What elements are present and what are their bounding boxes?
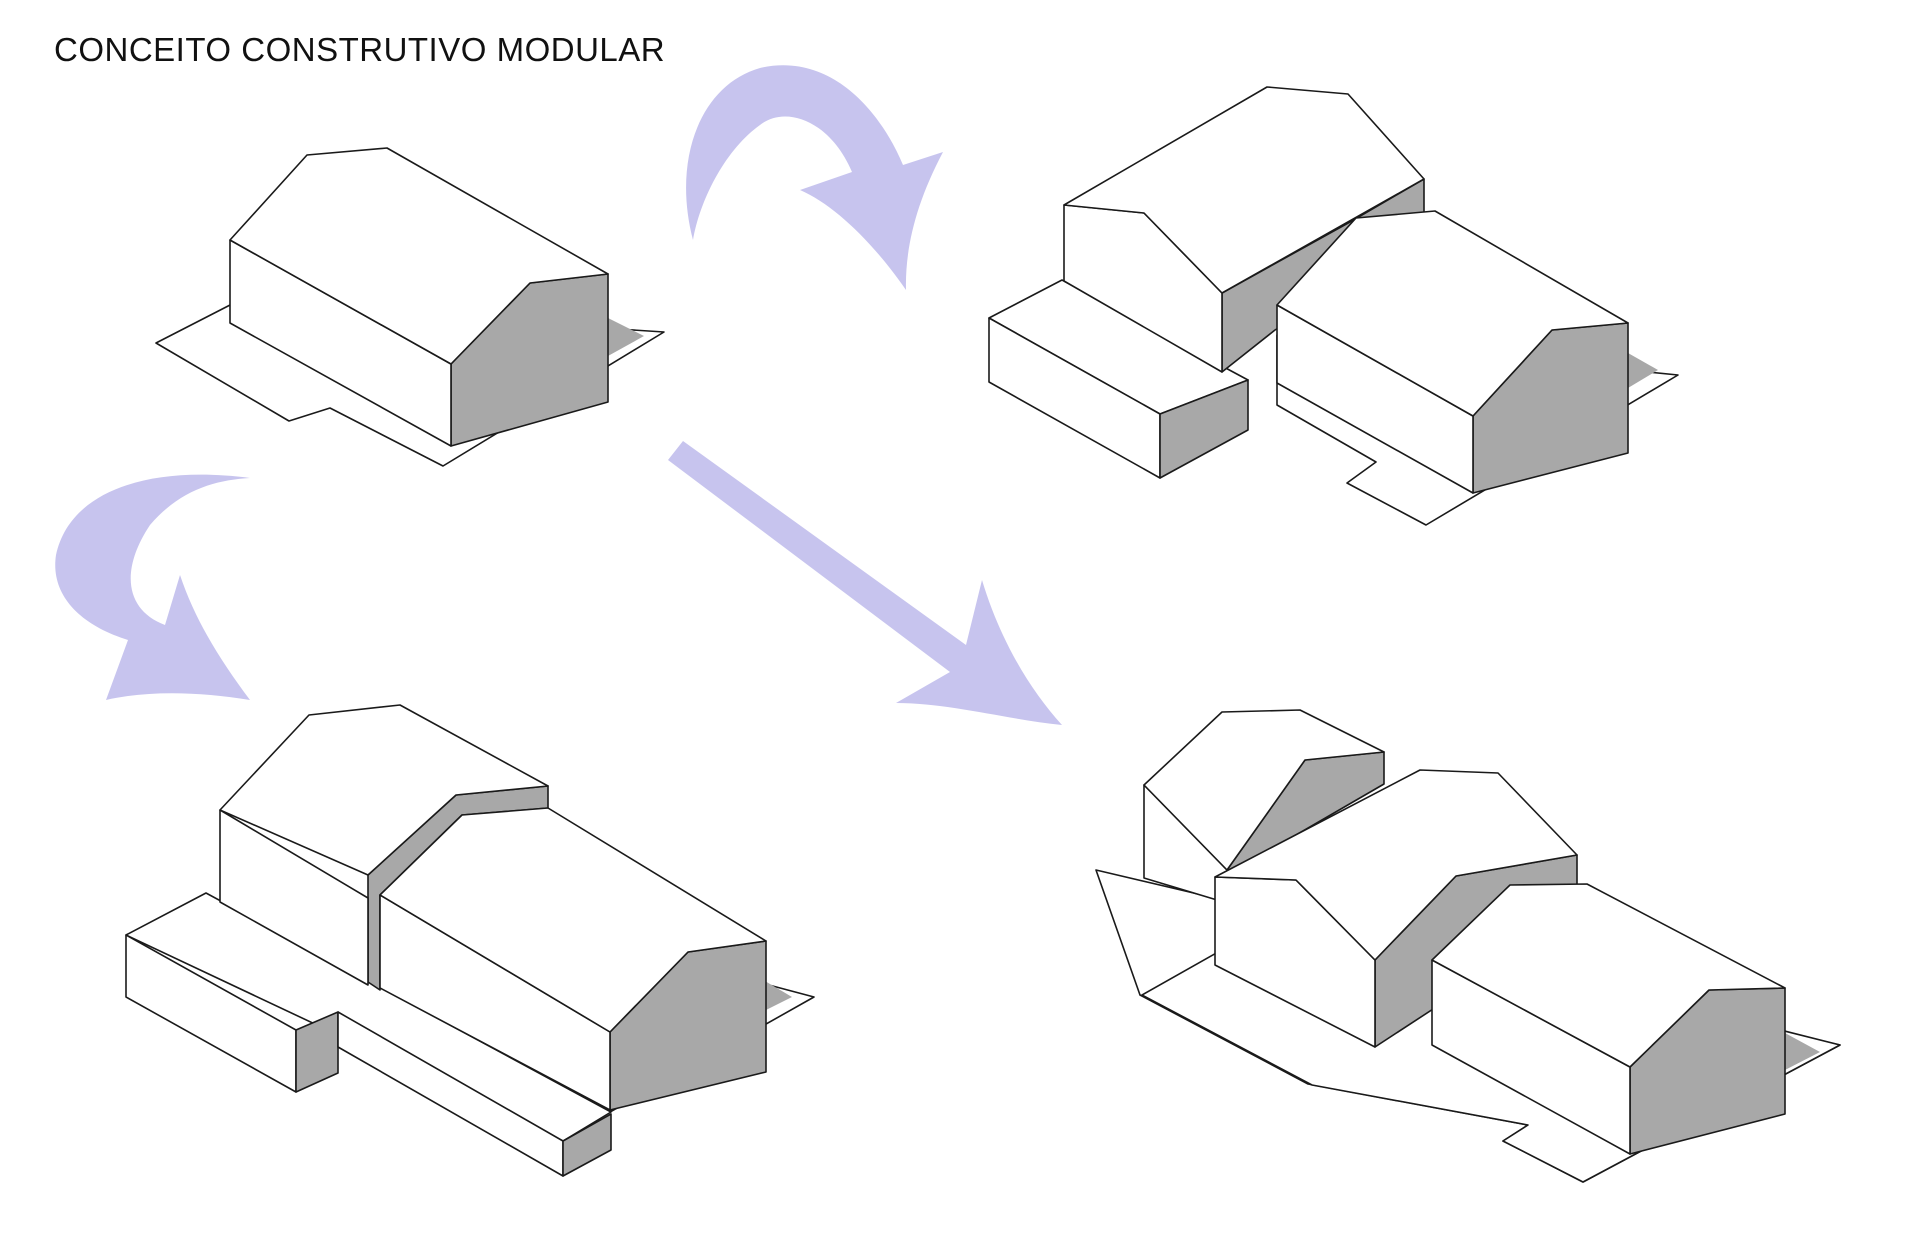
cast-shadow: [760, 978, 792, 1013]
flow-arrows: [55, 65, 1062, 725]
curved-arrow-top-icon: [686, 65, 943, 290]
cast-shadow: [1628, 353, 1658, 388]
front-roof: [1276, 210, 1629, 417]
roof: [229, 147, 609, 365]
back-roof: [1063, 86, 1425, 294]
module-three-staggered: [1095, 709, 1841, 1183]
front-roof: [1431, 883, 1786, 1068]
left-side-wall: [219, 809, 369, 986]
module-single: [155, 147, 665, 467]
left-roof: [219, 704, 549, 876]
right-roof: [379, 807, 767, 1033]
annex-end: [1159, 379, 1249, 479]
module-two-joined-with-base: [125, 704, 815, 1177]
module-two-with-annex: [988, 86, 1679, 526]
straight-arrow-diagonal-icon: [668, 441, 1062, 725]
cast-shadow: [1785, 1033, 1820, 1070]
curved-arrow-left-icon: [55, 474, 250, 700]
cast-shadow: [608, 318, 644, 356]
middle-roof: [1214, 769, 1578, 961]
base-end-right: [562, 1113, 612, 1177]
base-end-left: [295, 1011, 339, 1093]
diagram-title: CONCEITO CONSTRUTIVO MODULAR: [54, 31, 666, 68]
